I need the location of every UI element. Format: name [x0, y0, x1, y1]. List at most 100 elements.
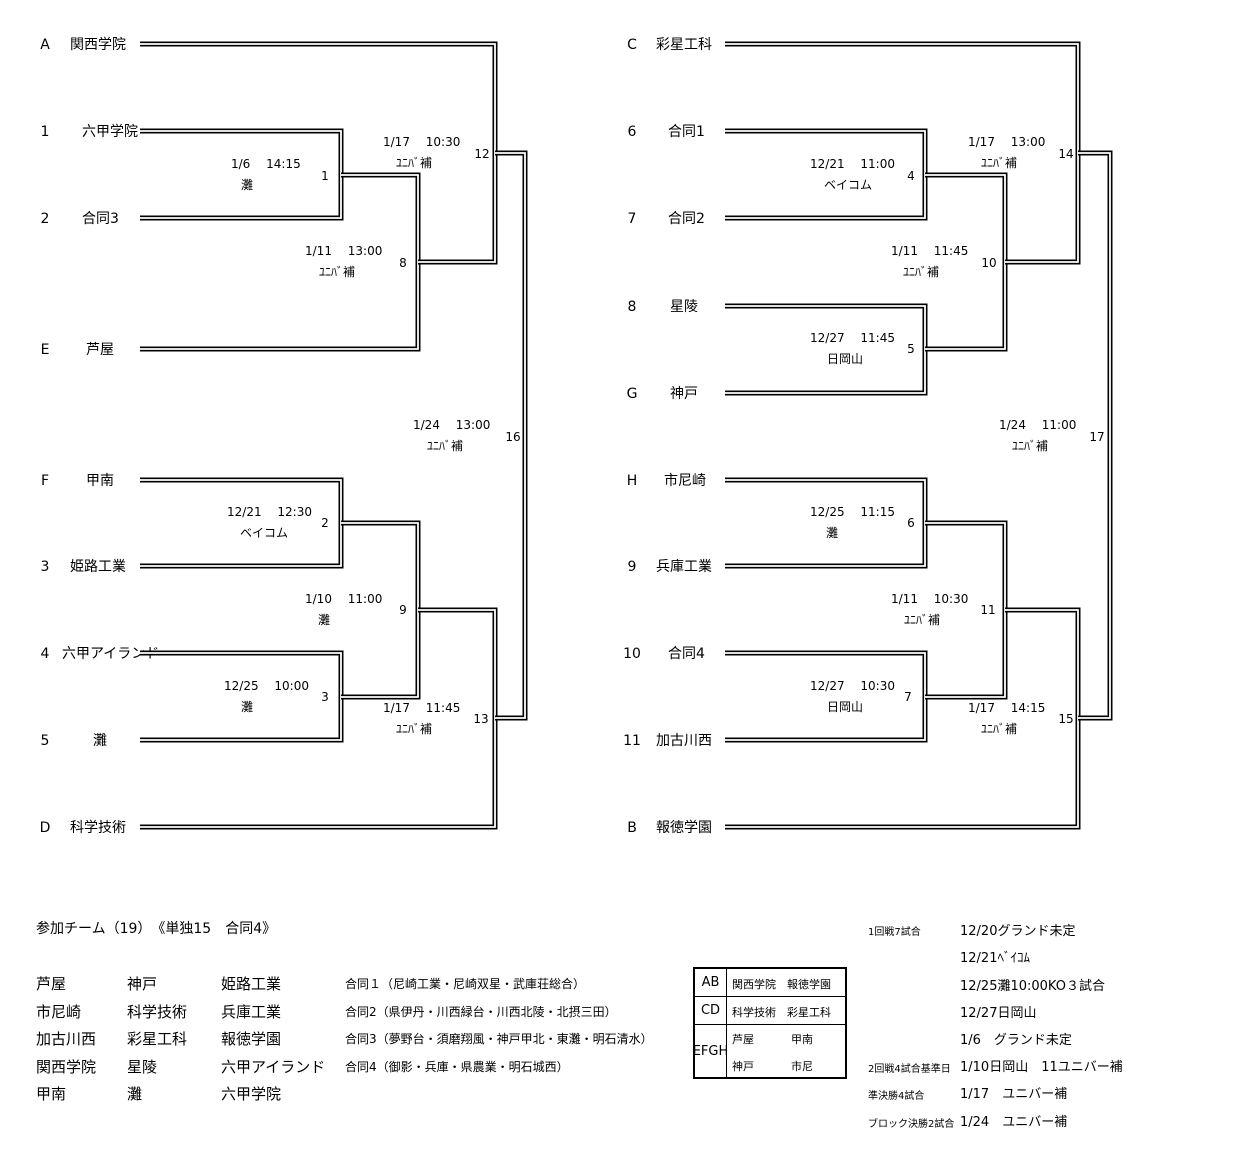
- schedule-line: 1/6 グランド未定: [960, 1033, 1072, 1048]
- bracket-line-game-12: [140, 41, 498, 265]
- schedule-line: 1/10日岡山 11ユニバー補: [960, 1060, 1123, 1075]
- seed-label: A: [40, 37, 50, 53]
- game-number: 5: [907, 342, 915, 356]
- schedule-line: 1/24 ユニバー補: [960, 1115, 1068, 1130]
- team-name: 合同1: [668, 124, 705, 140]
- combined-team: 合同4（御影・兵庫・県農業・明石城西）: [345, 1059, 569, 1074]
- bracket-line-game-8-inner: [140, 174, 419, 350]
- game-venue: ﾕﾆﾊﾞ補: [981, 156, 1017, 170]
- bracket-line-game-13-inner: [140, 609, 496, 828]
- bracket-line-game-8: [140, 172, 421, 352]
- block-team: 関西学院: [732, 978, 776, 991]
- bracket-line-game-5-inner: [725, 305, 926, 394]
- schedule-line: 12/27日岡山: [960, 1006, 1037, 1021]
- participant: 星陵: [127, 1057, 158, 1076]
- block-label: AB: [695, 969, 727, 996]
- team-name: 加古川西: [656, 733, 712, 749]
- team-name: 市尼崎: [664, 472, 706, 489]
- seed-label: 1: [41, 124, 50, 140]
- game-datetime: 1/11 13:00: [305, 244, 382, 258]
- team-name: 合同3: [82, 211, 119, 227]
- team-name: 六甲学院: [82, 124, 138, 140]
- bracket-line-game-15-inner: [725, 609, 1079, 828]
- participant: 甲南: [36, 1085, 67, 1103]
- bracket-line-game-17-inner: [1078, 152, 1111, 719]
- block-row-ab: AB 関西学院 報徳学園: [695, 969, 845, 997]
- game-number: 10: [981, 256, 996, 270]
- block-team: 科学技術: [732, 1006, 776, 1019]
- seed-label: G: [627, 386, 638, 402]
- game-venue: ベイコム: [240, 526, 288, 540]
- game-number: 4: [907, 169, 915, 183]
- seed-label: 11: [623, 733, 641, 749]
- game-datetime: 1/24 11:00: [999, 418, 1076, 432]
- participant: 六甲アイランド: [221, 1057, 326, 1076]
- game-number: 13: [473, 712, 488, 726]
- bracket-line-game-3: [140, 650, 344, 743]
- schedule-line: 12/21ﾍﾞｲｺﾑ: [960, 951, 1030, 966]
- seed-label: 5: [41, 733, 50, 749]
- participant: 兵庫工業: [221, 1002, 282, 1021]
- seed-label: 3: [41, 559, 50, 575]
- game-venue: ﾕﾆﾊﾞ補: [396, 156, 432, 170]
- bracket-line-game-12-inner: [140, 43, 496, 263]
- seed-label: F: [41, 473, 49, 489]
- combined-teams-list: 合同１（尼崎工業・尼崎双星・武庫荘総合） 合同2（県伊丹・川西緑台・川西北陵・北…: [345, 971, 653, 1081]
- game-datetime: 12/27 11:45: [810, 331, 895, 345]
- combined-team: 合同3（夢野台・須磨翔風・神戸甲北・東灘・明石清水）: [345, 1032, 653, 1046]
- game-number: 6: [907, 516, 915, 530]
- team-name: 関西学院: [70, 37, 126, 53]
- participant: 芦屋: [36, 975, 67, 993]
- bracket-line-game-13: [140, 607, 498, 830]
- game-venue: 日岡山: [827, 700, 863, 714]
- team-name: 神戸: [670, 386, 698, 402]
- bracket-line-game-14-inner: [725, 43, 1079, 263]
- bracket-line-game-6: [725, 477, 928, 569]
- bracket-line-game-2: [140, 477, 344, 569]
- combined-team: 合同１（尼崎工業・尼崎双星・武庫荘総合）: [345, 977, 586, 991]
- participant: 彩星工科: [127, 1030, 188, 1048]
- participant: 市尼崎: [36, 1002, 82, 1021]
- game-venue: 灘: [241, 178, 253, 192]
- game-venue: ﾕﾆﾊﾞ補: [981, 722, 1017, 736]
- team-name: 合同4: [668, 646, 705, 662]
- game-datetime: 12/21 12:30: [227, 505, 312, 519]
- bracket-line-game-4: [725, 128, 928, 221]
- game-number: 7: [904, 690, 912, 704]
- schedule-r1-label: 1回戦7試合: [868, 927, 921, 938]
- seed-label: H: [627, 473, 638, 489]
- game-venue: ﾕﾆﾊﾞ補: [904, 613, 940, 627]
- game-datetime: 1/24 13:00: [413, 418, 490, 432]
- schedule-r2-label: 2回戦4試合基準日: [868, 1064, 951, 1075]
- block-team: 報徳学園: [787, 978, 831, 991]
- team-name: 甲南: [86, 473, 114, 489]
- game-datetime: 1/17 10:30: [383, 135, 460, 149]
- game-number: 8: [399, 256, 407, 270]
- game-number: 12: [474, 147, 489, 161]
- schedule-final-label: ブロック決勝2試合: [868, 1119, 955, 1130]
- seed-label: E: [41, 342, 50, 358]
- bracket-line-game-1: [140, 128, 344, 221]
- bracket-line-game-6-inner: [725, 479, 926, 567]
- game-venue: ﾕﾆﾊﾞ補: [1012, 439, 1048, 453]
- participant: 加古川西: [36, 1030, 97, 1048]
- game-number: 3: [321, 690, 329, 704]
- team-name: 彩星工科: [656, 37, 712, 53]
- participant: 報徳学園: [221, 1030, 282, 1048]
- game-number: 14: [1058, 147, 1073, 161]
- game-venue: 日岡山: [827, 352, 863, 366]
- block-team: 彩星工科: [787, 1006, 831, 1019]
- schedule-line: 12/25灘10:00KO３試合: [960, 979, 1105, 994]
- block-label-gh: GH: [708, 1043, 729, 1059]
- game-datetime: 1/17 14:15: [968, 701, 1045, 715]
- schedule-line: 12/20グランド未定: [960, 924, 1076, 939]
- block-row-efgh: EF GH 芦屋 甲南 神戸 市尼: [693, 1025, 845, 1077]
- seed-label: 7: [628, 211, 637, 227]
- seed-label: 10: [623, 646, 641, 662]
- game-datetime: 12/25 11:15: [810, 505, 895, 519]
- game-datetime: 12/25 10:00: [224, 679, 309, 693]
- participants-title: 参加チーム（19） 《単独15 合同4》: [36, 921, 277, 937]
- game-venue: ﾕﾆﾊﾞ補: [319, 265, 355, 279]
- game-venue: ﾕﾆﾊﾞ補: [396, 722, 432, 736]
- participant: 神戸: [127, 975, 158, 993]
